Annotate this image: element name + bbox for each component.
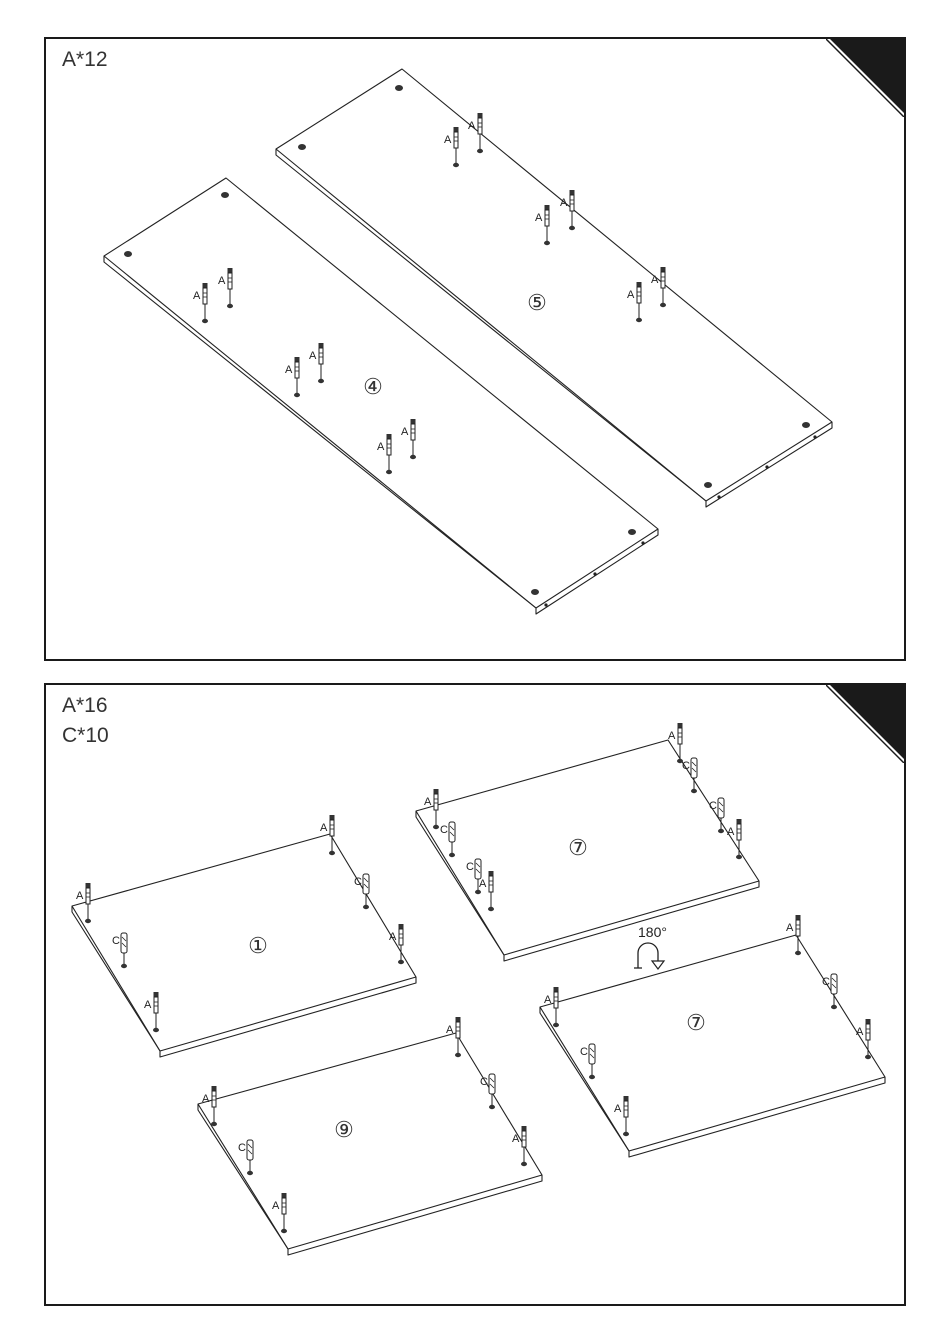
panel1-drawing: ④ ⑤ A A A A A A A A A A A A bbox=[46, 39, 906, 661]
part-label-5: ⑤ bbox=[527, 291, 547, 316]
part-label-7-top: ⑦ bbox=[568, 836, 588, 861]
fastener-label-c: C bbox=[709, 800, 717, 812]
part-label-7-rotated: ⑦ bbox=[686, 1011, 706, 1036]
fastener-label-a: A bbox=[468, 120, 476, 132]
fastener-label-a: A bbox=[193, 290, 201, 302]
fastener-label-a: A bbox=[285, 364, 293, 376]
fastener-label-a: A bbox=[560, 197, 568, 209]
fastener-label-a: A bbox=[727, 826, 735, 838]
fastener-label-a: A bbox=[446, 1024, 454, 1036]
fastener-label-a: A bbox=[202, 1093, 210, 1105]
step-panel-2: A*16 C*10 ① ⑦ ⑨ bbox=[44, 683, 906, 1306]
fastener-label-a: A bbox=[401, 426, 409, 438]
fastener-label-c: C bbox=[466, 861, 474, 873]
fastener-label-c: C bbox=[580, 1046, 588, 1058]
fastener-label-c: C bbox=[440, 824, 448, 836]
fastener-label-c: C bbox=[354, 876, 362, 888]
fastener-label-a: A bbox=[479, 878, 487, 890]
fastener-label-c: C bbox=[112, 935, 120, 947]
fastener-label-a: A bbox=[309, 350, 317, 362]
fastener-label-a: A bbox=[320, 822, 328, 834]
fastener-label-a: A bbox=[614, 1103, 622, 1115]
fastener-label-a: A bbox=[218, 275, 226, 287]
fastener-label-a: A bbox=[651, 274, 659, 286]
fastener-label-a: A bbox=[76, 890, 84, 902]
fastener-label-a: A bbox=[668, 730, 676, 742]
part-label-9: ⑨ bbox=[334, 1118, 354, 1143]
fastener-label-a: A bbox=[144, 999, 152, 1011]
fastener-label-a: A bbox=[512, 1133, 520, 1145]
fastener-label-c: C bbox=[238, 1142, 246, 1154]
fastener-label-a: A bbox=[627, 289, 635, 301]
fastener-label-a: A bbox=[786, 922, 794, 934]
fastener-label-a: A bbox=[424, 796, 432, 808]
fastener-label-c: C bbox=[822, 976, 830, 988]
part-label-4: ④ bbox=[363, 375, 383, 400]
board-part-7-top: ⑦ bbox=[416, 740, 759, 961]
fastener-label-a: A bbox=[377, 441, 385, 453]
part-label-1: ① bbox=[248, 934, 268, 959]
fastener-label-a: A bbox=[389, 931, 397, 943]
rotate-180-icon bbox=[634, 943, 664, 969]
fastener-label-c: C bbox=[682, 760, 690, 772]
fastener-label-c: C bbox=[480, 1076, 488, 1088]
fastener-label-a: A bbox=[444, 134, 452, 146]
fastener-label-a: A bbox=[535, 212, 543, 224]
fastener-label-a: A bbox=[856, 1026, 864, 1038]
fastener-label-a: A bbox=[544, 994, 552, 1006]
fastener-label-a: A bbox=[272, 1200, 280, 1212]
rotation-label: 180° bbox=[638, 924, 667, 940]
step-panel-1: A*12 ④ bbox=[44, 37, 906, 661]
